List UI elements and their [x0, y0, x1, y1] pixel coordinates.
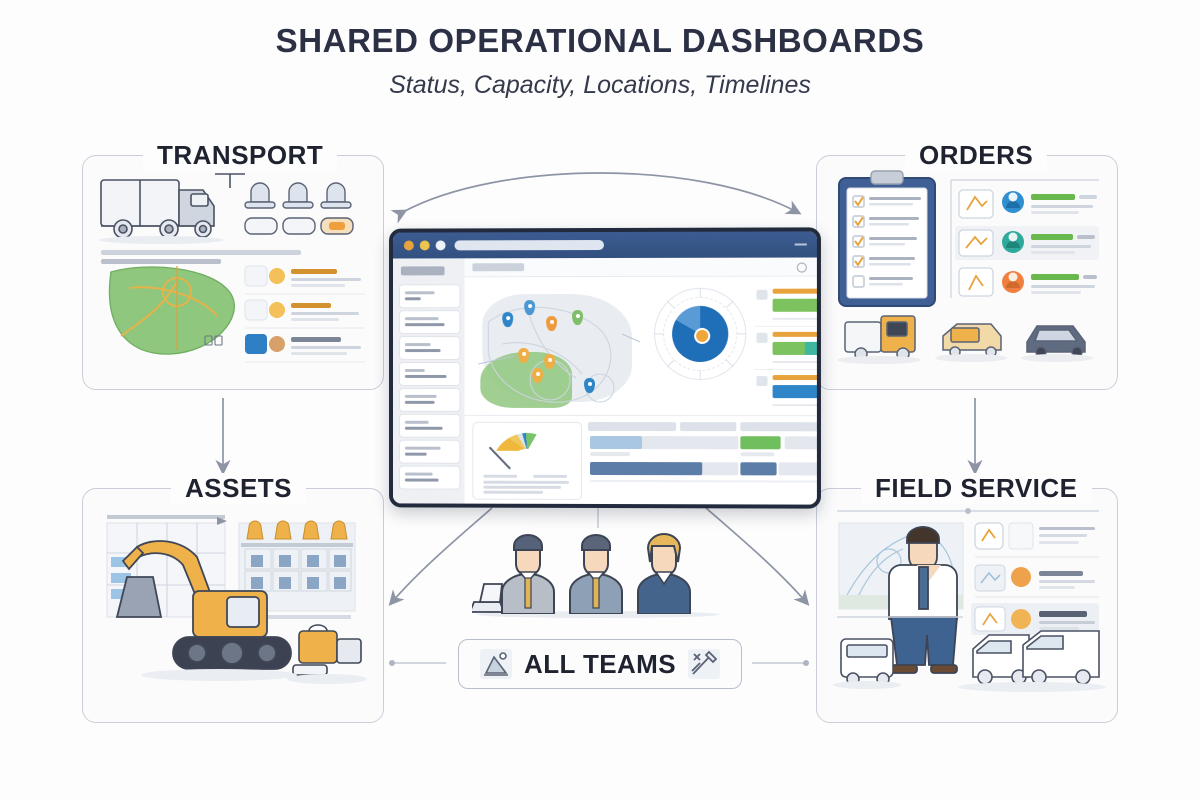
page-subtitle: Status, Capacity, Locations, Timelines [0, 71, 1200, 100]
gauge-caption [533, 475, 567, 478]
timeline-header-cell [680, 422, 736, 431]
arrow-transport-orders [403, 173, 797, 212]
sidebar-item[interactable] [399, 414, 461, 438]
progress-bar-row[interactable] [754, 370, 821, 412]
panel-orders[interactable]: ORDERS [816, 155, 1118, 390]
timeline-sublabel [590, 452, 630, 456]
timeline-bar[interactable] [590, 462, 702, 475]
radial-capacity-chart[interactable] [654, 288, 746, 380]
progress-track [773, 385, 821, 398]
row-label [773, 332, 821, 337]
timeline-table[interactable] [588, 422, 809, 499]
row-subtext [773, 361, 821, 363]
sidebar-item[interactable] [399, 440, 461, 464]
row-label [773, 289, 821, 294]
tools-sketch-icon [688, 649, 720, 679]
orders-illustration [827, 166, 1107, 379]
timeline-sublabel [740, 452, 774, 456]
row-subtext [773, 318, 821, 320]
row-index [756, 376, 767, 386]
transport-illustration [93, 166, 373, 379]
progress-bar-row[interactable] [754, 327, 821, 370]
donut-ticks [654, 288, 746, 380]
assets-illustration [93, 499, 373, 712]
address-bar[interactable] [455, 240, 604, 250]
person [638, 534, 690, 614]
person [570, 535, 622, 614]
utilization-gauge-card[interactable] [472, 422, 582, 500]
gauge-caption [483, 475, 517, 478]
timeline-track [779, 462, 819, 475]
team-people-group [472, 528, 724, 614]
sidebar-item[interactable] [399, 388, 461, 412]
drafting-sketch-icon [480, 649, 512, 679]
panel-transport[interactable]: TRANSPORT [82, 155, 384, 390]
progress-fill [805, 342, 821, 355]
breadcrumb[interactable] [472, 263, 524, 271]
panel-field-service[interactable]: FIELD SERVICE [816, 488, 1118, 723]
gauge-caption [483, 486, 561, 489]
timeline-bar[interactable] [590, 436, 642, 449]
people-illustration [472, 528, 724, 614]
dashboard-sidebar[interactable] [393, 258, 465, 503]
field-service-illustration [827, 499, 1107, 712]
progress-fill [773, 385, 821, 398]
menu-icon[interactable] [795, 243, 807, 245]
row-index [756, 290, 767, 300]
panel-field-service-body [827, 499, 1107, 712]
sidebar-item[interactable] [399, 310, 461, 334]
gauge-caption [483, 481, 569, 484]
sidebar-item[interactable] [399, 284, 461, 308]
sidebar-item[interactable] [399, 336, 461, 360]
sidebar-item[interactable] [399, 362, 461, 386]
timeline-header-cell [740, 422, 819, 431]
progress-bar-row[interactable] [754, 283, 821, 326]
window-titlebar [393, 231, 817, 258]
panel-assets[interactable]: ASSETS [82, 488, 384, 723]
dashboard-bottom-section [464, 415, 816, 505]
timeline-footer [590, 480, 821, 483]
panel-orders-body [827, 166, 1107, 379]
row-label [773, 375, 819, 380]
timeline-bar[interactable] [740, 436, 780, 449]
dashboard-toolbar [464, 258, 816, 278]
timeline-track [785, 436, 821, 449]
progress-fill [773, 342, 805, 355]
traffic-light-minimize-icon[interactable] [420, 240, 430, 250]
map-panel[interactable] [472, 282, 650, 410]
all-teams-label: ALL TEAMS [524, 649, 676, 680]
person [502, 535, 554, 614]
panel-transport-body [93, 166, 373, 379]
all-teams-box[interactable]: ALL TEAMS [458, 639, 742, 689]
sidebar-item[interactable] [399, 466, 461, 490]
laptop-icon [472, 584, 504, 612]
gauge-caption [483, 491, 543, 494]
app-logo [401, 266, 445, 275]
traffic-light-close-icon[interactable] [404, 241, 414, 251]
row-index [756, 333, 767, 343]
timeline-bar[interactable] [740, 462, 776, 475]
dashboard-window[interactable] [389, 227, 821, 508]
map-routes [472, 282, 650, 410]
traffic-light-maximize-icon[interactable] [436, 240, 446, 250]
page-title: SHARED OPERATIONAL DASHBOARDS [0, 22, 1200, 60]
row-subtext [773, 404, 821, 406]
utilization-gauge [491, 433, 563, 469]
panel-assets-body [93, 499, 373, 712]
gear-icon[interactable] [797, 263, 807, 273]
progress-fill [773, 299, 821, 312]
progress-track [773, 342, 821, 355]
header: SHARED OPERATIONAL DASHBOARDS Status, Ca… [0, 0, 1200, 100]
progress-track [773, 299, 821, 312]
dashboard-main [464, 258, 816, 505]
progress-bar-list [754, 283, 821, 412]
timeline-header-cell [588, 422, 676, 431]
